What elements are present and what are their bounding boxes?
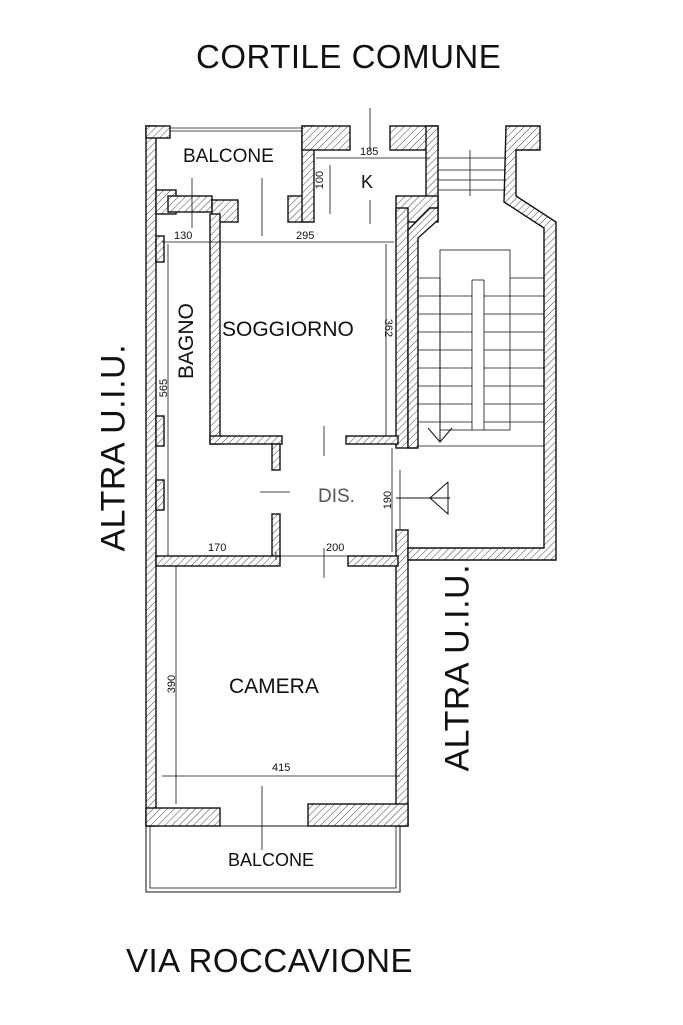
- wall-top-bath: [167, 195, 213, 213]
- other-unit-left-label: ALTRA U.I.U.: [94, 343, 133, 552]
- staircase: [418, 249, 544, 447]
- dim-bedroom-width: 415: [272, 762, 291, 774]
- wall-bath-living: [209, 213, 221, 445]
- room-label-balcony-bottom: BALCONE: [228, 850, 315, 870]
- dim-living-depth: 362: [382, 318, 394, 338]
- wall-kitchen-top-left: [301, 125, 351, 151]
- wall-right-lower: [395, 529, 409, 827]
- wall-hall-stub-top: [271, 443, 281, 471]
- other-unit-right-label: ALTRA U.I.U.: [438, 563, 477, 772]
- dim-hall-depth: 190: [382, 490, 394, 510]
- wall-living-bottom-right: [345, 435, 399, 445]
- wall-bedroom-top-left: [155, 555, 281, 567]
- room-label-bathroom: BAGNO: [175, 303, 198, 379]
- wall-bedroom-top-right: [347, 555, 399, 567]
- courtyard-label: CORTILE COMUNE: [196, 38, 502, 75]
- wall-living-bottom-left: [209, 435, 283, 445]
- wall-stair-inner: [407, 207, 439, 449]
- dim-bathroom-width: 130: [174, 230, 193, 242]
- dim-kitchen-depth: 100: [314, 170, 326, 190]
- entrance-arrow-icon: [396, 470, 450, 530]
- room-label-bedroom: CAMERA: [229, 675, 319, 698]
- wall-right-upper: [395, 207, 409, 449]
- wall-top-left: [145, 125, 171, 139]
- room-label-hallway: DIS.: [318, 486, 355, 507]
- room-label-kitchen: K: [361, 172, 374, 192]
- wall-bottom-right: [307, 803, 409, 827]
- dim-hall-width-left: 170: [208, 542, 227, 554]
- room-label-balcony-top: BALCONE: [183, 146, 274, 167]
- dim-bathroom-depth: 565: [158, 378, 170, 398]
- dim-hall-width-right: 200: [326, 542, 345, 554]
- dim-bedroom-depth: 390: [166, 674, 178, 694]
- wall-left: [145, 125, 157, 827]
- room-label-living: SOGGIORNO: [222, 318, 354, 341]
- dim-kitchen-width: 185: [360, 146, 379, 158]
- wall-bottom-left: [145, 807, 221, 827]
- wall-stair-outer: [407, 125, 557, 561]
- street-label: VIA ROCCAVIONE: [126, 942, 413, 979]
- dim-living-width: 295: [296, 230, 315, 242]
